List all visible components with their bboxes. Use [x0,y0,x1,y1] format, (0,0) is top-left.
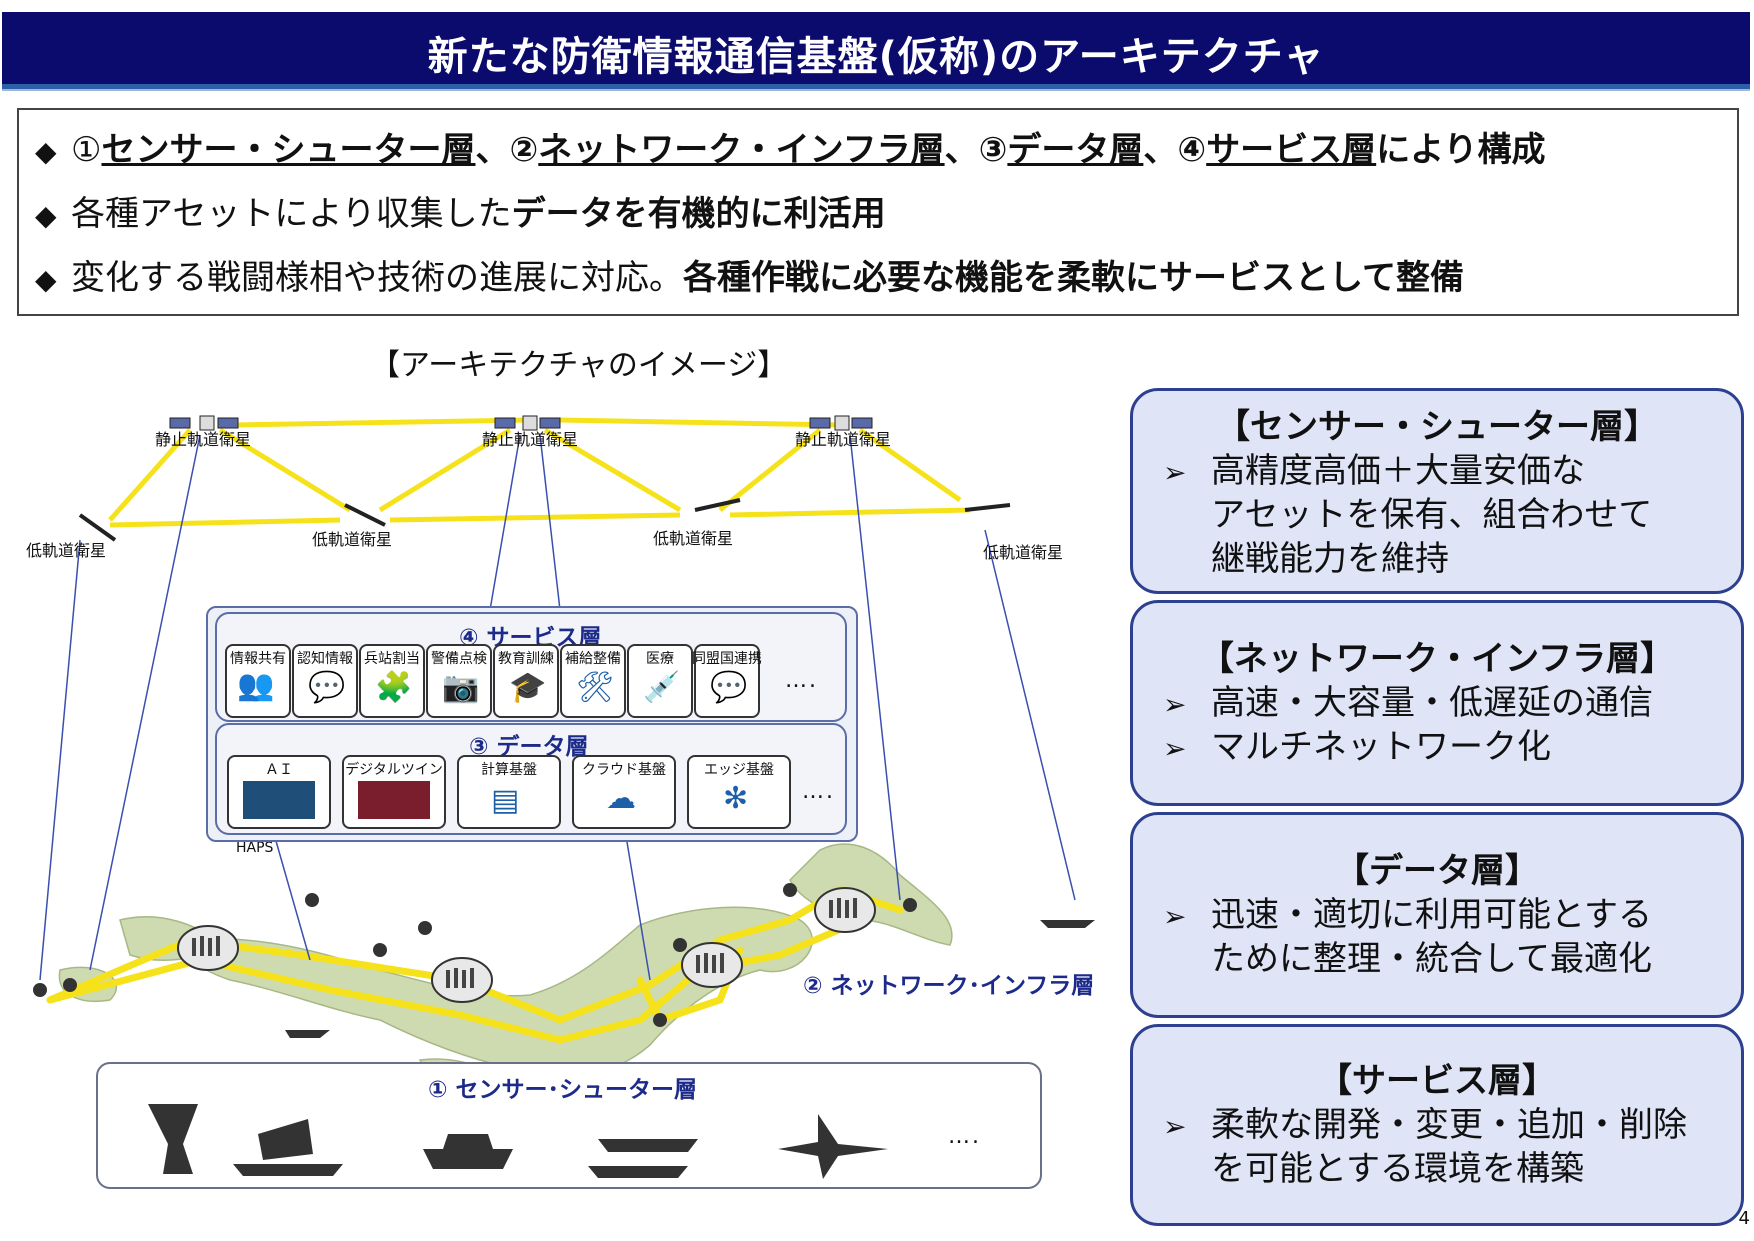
digital-twin-image [358,781,430,819]
graduation-cap-icon: 🎓 [509,670,547,705]
diamond-icon: ◆ [35,135,57,168]
service-card-training: 教育訓練🎓 [493,644,559,718]
missile-launcher-icon [233,1119,343,1176]
panel-network-infra-line-1: ➢高速・大容量・低遅延の通信 [1163,683,1653,723]
haps-label: HAPS [236,840,274,856]
panel-service: 【サービス層】 ➢柔軟な開発・変更・追加・削除 を可能とする環境を構築 [1130,1024,1744,1226]
arrow-icon: ➢ [1163,732,1187,765]
chat-icon: 💬 [308,670,346,705]
people-icon: 👥 [237,668,275,703]
ships-icon [588,1139,698,1178]
fighter-jet-icon [778,1114,888,1179]
panel-data-cont: ために整理・統合して最適化 [1211,939,1652,979]
arrow-icon: ➢ [1163,456,1187,489]
sensor-more: …. [948,1124,981,1149]
panel-network-infra-title: 【ネットワーク・インフラ層】 [1199,639,1675,679]
sensor-shooter-ref: センサー・シューター層 [101,130,476,170]
service-card-medical: 医療💉 [627,644,693,718]
panel-sensor-shooter-cont-1: アセットを保有、組合わせて [1211,495,1653,535]
panel-sensor-shooter-cont-2: 継戦能力を維持 [1211,539,1449,579]
comm-lines [39,434,1076,981]
service-card-logistics: 兵站割当🧩 [359,644,425,718]
panel-service-cont: を可能とする環境を構築 [1211,1149,1584,1189]
geo-satellite-label-1: 静止軌道衛星 [155,430,252,449]
page-title: 新たな防衛情報通信基盤(仮称)のアーキテクチャ [427,34,1325,80]
service-card-cognitive: 認知情報💬 [292,644,358,718]
data-more: …. [802,779,835,804]
geo-satellite-label-3: 静止軌道衛星 [795,430,892,449]
data-card-ai: ＡＩ [227,755,331,829]
geo-satellites [169,415,873,431]
satellite-links [108,417,971,528]
syringe-icon: 💉 [643,670,681,705]
arrow-icon: ➢ [1163,1110,1187,1143]
arrow-icon: ➢ [1163,688,1187,721]
panel-service-line: ➢柔軟な開発・変更・追加・削除 [1163,1105,1687,1145]
bullet-1: ◆①センサー・シューター層、②ネットワーク・インフラ層、③データ層、④サービス層… [35,130,1546,170]
service-card-maintenance: 補給整備🛠 [560,644,626,718]
panel-sensor-shooter: 【センサー・シューター層】 ➢高精度高価＋大量安価な アセットを保有、組合わせて… [1130,388,1744,594]
service-card-info-share: 情報共有👥 [225,644,291,718]
panel-sensor-shooter-line: ➢高精度高価＋大量安価な [1163,451,1585,491]
network-layer-label: ② ネットワーク･インフラ層 [803,973,1095,999]
network-nodes-icon: ✻ [723,781,749,816]
tools-icon: 🛠 [576,670,615,705]
leo-satellite-label-3: 低軌道衛星 [653,529,734,548]
cloud-icon: ☁ [606,781,636,816]
puzzle-icon: 🧩 [375,670,413,705]
sensor-assets [148,1104,888,1179]
panel-network-infra-line-2: ➢マルチネットワーク化 [1163,727,1551,767]
ground-assets [33,883,1095,1038]
sensor-layer-box: ① センサー･シューター層 …. [96,1062,1042,1189]
leo-satellites [78,498,1011,542]
panel-network-infra: 【ネットワーク・インフラ層】 ➢高速・大容量・低遅延の通信 ➢マルチネットワーク… [1130,600,1744,806]
bullet-3: ◆変化する戦闘様相や技術の進展に対応。各種作戦に必要な機能を柔軟にサービスとして… [35,258,1464,298]
leo-satellite-label-1: 低軌道衛星 [26,541,107,560]
radar-icon [148,1104,198,1174]
panel-data-title: 【データ層】 [1335,851,1539,891]
camera-icon: 📷 [442,670,480,705]
service-card-allies: 同盟国連携💬 [692,644,762,718]
panel-data-line: ➢迅速・適切に利用可能とする [1163,895,1652,935]
ai-image [243,781,315,819]
diamond-icon: ◆ [35,199,57,232]
tank-icon [423,1134,513,1169]
leo-satellite-label-2: 低軌道衛星 [312,530,393,549]
bullet-2: ◆各種アセットにより収集したデータを有機的に利活用 [35,194,886,234]
panel-sensor-shooter-title: 【センサー・シューター層】 [1216,407,1658,447]
data-card-digital-twin: デジタルツイン [342,755,446,829]
service-more: …. [785,668,818,693]
panel-data: 【データ層】 ➢迅速・適切に利用可能とする ために整理・統合して最適化 [1130,812,1744,1018]
leo-satellite-label-4: 低軌道衛星 [983,543,1064,562]
diamond-icon: ◆ [35,263,57,296]
server-icon: ▤ [491,783,520,818]
network-infra-ref: ネットワーク・インフラ層 [538,130,945,170]
data-card-cloud: クラウド基盤☁ [572,755,676,829]
chat-icon: 💬 [710,670,748,705]
service-layer-ref: サービス層 [1206,130,1377,170]
sensor-layer-title: ① センサー･シューター層 [428,1077,697,1103]
geo-satellite-label-2: 静止軌道衛星 [482,430,579,449]
arrow-icon: ➢ [1163,900,1187,933]
data-layer-box: ③ データ層 ＡＩ デジタルツイン 計算基盤▤ クラウド基盤☁ エッジ基盤✻ …… [215,723,847,835]
datacenter-bars [192,898,857,988]
architecture-diagram [33,415,1095,1092]
panel-service-title: 【サービス層】 [1318,1061,1556,1101]
summary-box: ◆①センサー・シューター層、②ネットワーク・インフラ層、③データ層、④サービス層… [17,108,1739,316]
service-layer-box: ④ サービス層 情報共有👥 認知情報💬 兵站割当🧩 警備点検📷 教育訓練🎓 補給… [215,612,847,722]
title-bar: 新たな防衛情報通信基盤(仮称)のアーキテクチャ [2,12,1750,89]
data-layer-ref: データ層 [1007,130,1144,170]
page-number: 4 [1738,1208,1750,1229]
data-card-compute: 計算基盤▤ [457,755,561,829]
image-caption: 【アーキテクチャのイメージ】 [370,348,788,383]
service-card-security: 警備点検📷 [426,644,492,718]
data-card-edge: エッジ基盤✻ [687,755,791,829]
